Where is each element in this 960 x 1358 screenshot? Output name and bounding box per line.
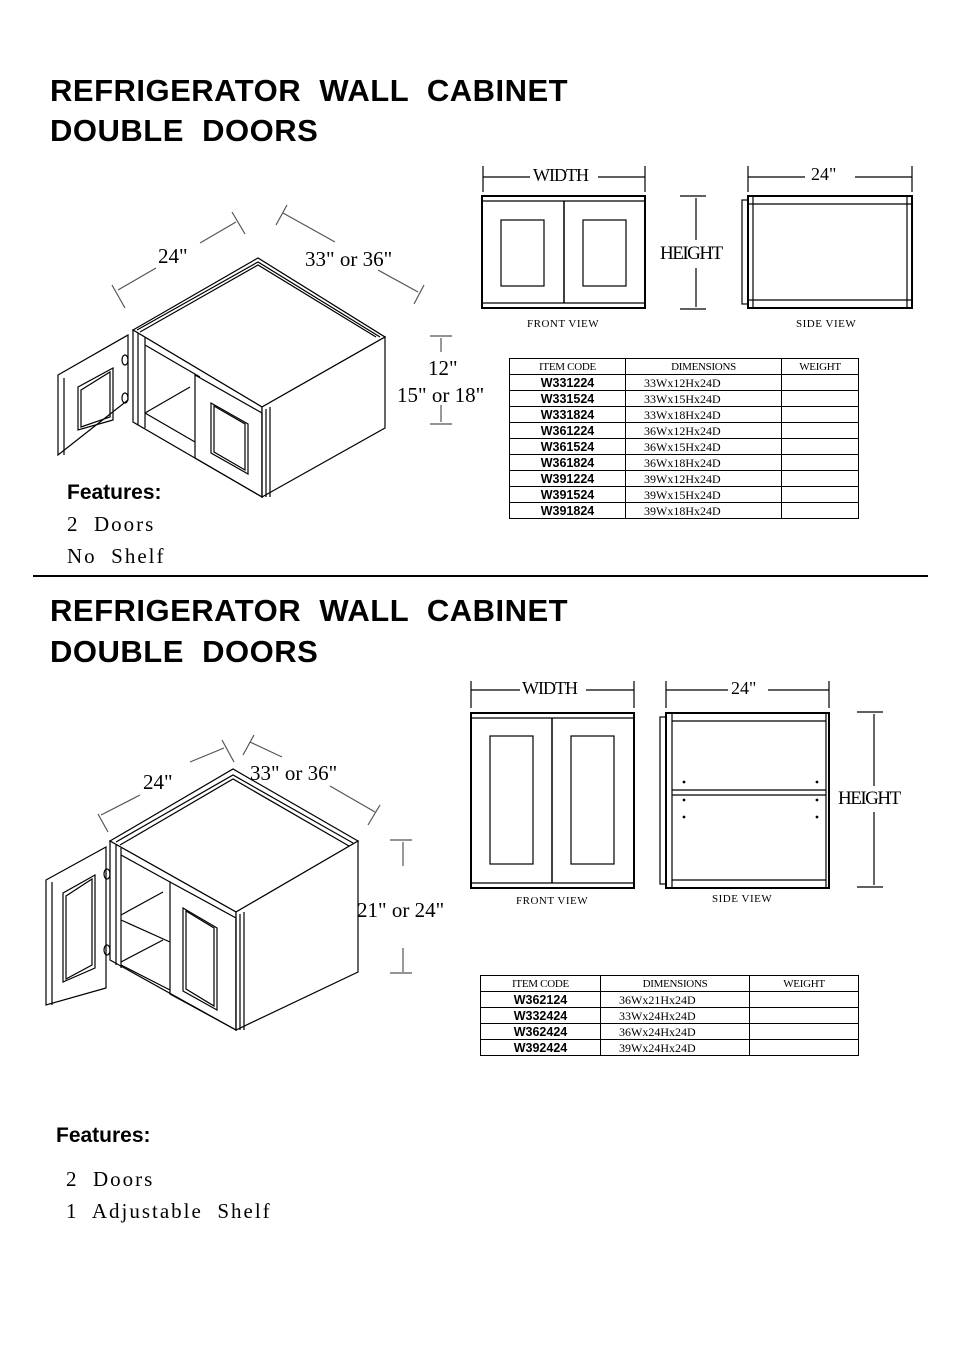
weight — [749, 1039, 859, 1056]
dimensions: 33Wx24Hx24D — [600, 1007, 750, 1024]
side-view-depth-label: 24" — [811, 164, 837, 184]
feature-item: No Shelf — [67, 544, 166, 568]
item-code: W391524 — [509, 486, 626, 503]
weight — [749, 1023, 859, 1040]
feature-item: 2 Doors — [67, 512, 156, 536]
col-header-item-code: ITEM CODE — [480, 975, 601, 992]
dimensions: 39Wx24Hx24D — [600, 1039, 750, 1056]
section-2-title-line-2: DOUBLE DOORS — [50, 634, 319, 669]
iso-depth-label: 24" — [143, 770, 173, 794]
col-header-weight: WEIGHT — [749, 975, 859, 992]
table-header-row: ITEM CODE DIMENSIONS WEIGHT — [480, 975, 859, 992]
side-view-caption: SIDE VIEW — [796, 318, 857, 330]
col-header-item-code: ITEM CODE — [509, 358, 626, 375]
front-view-width-label: WIDTH — [522, 678, 578, 698]
section-divider — [33, 575, 928, 577]
features-heading-2: Features: — [56, 1124, 151, 1147]
section-1-title-line-2: DOUBLE DOORS — [50, 113, 319, 148]
front-view-caption: FRONT VIEW — [527, 318, 600, 330]
side-view-depth-label: 24" — [731, 678, 757, 698]
iso-width-label: 33" or 36" — [250, 761, 338, 785]
front-view-height-label: HEIGHT — [660, 243, 723, 264]
dimensions: 36Wx21Hx24D — [600, 991, 750, 1008]
item-code: W362424 — [480, 1023, 601, 1040]
weight — [781, 502, 859, 519]
iso-width-label: 33" or 36" — [305, 247, 393, 271]
iso-height-label-a: 12" — [428, 356, 458, 380]
dimensions: 36Wx12Hx24D — [625, 422, 782, 439]
weight — [749, 991, 859, 1008]
weight — [749, 1007, 859, 1024]
side-view-caption: SIDE VIEW — [712, 893, 773, 905]
iso-height-label: 21" or 24" — [357, 898, 445, 922]
item-code: W331524 — [509, 390, 626, 407]
item-code: W332424 — [480, 1007, 601, 1024]
section-1-title-line-1: REFRIGERATOR WALL CABINET — [50, 73, 569, 108]
item-code: W331224 — [509, 374, 626, 391]
col-header-weight: WEIGHT — [781, 358, 859, 375]
isometric-cabinet-drawing-1 — [57, 166, 913, 499]
item-code: W391824 — [509, 502, 626, 519]
item-code: W362124 — [480, 991, 601, 1008]
item-code: W392424 — [480, 1039, 601, 1056]
feature-item: 2 Doors — [66, 1167, 155, 1191]
side-view-height-label: HEIGHT — [838, 788, 901, 809]
dimensions: 36Wx24Hx24D — [600, 1023, 750, 1040]
section-2-title-line-1: REFRIGERATOR WALL CABINET — [50, 593, 569, 628]
features-heading-1: Features: — [67, 481, 162, 504]
front-view-width-label: WIDTH — [533, 165, 589, 185]
iso-height-label-b: 15" or 18" — [397, 383, 485, 407]
front-view-caption: FRONT VIEW — [516, 895, 589, 907]
col-header-dimensions: DIMENSIONS — [600, 975, 750, 992]
iso-depth-label: 24" — [158, 244, 188, 268]
feature-item: 1 Adjustable Shelf — [66, 1199, 272, 1223]
item-code: W361224 — [509, 422, 626, 439]
